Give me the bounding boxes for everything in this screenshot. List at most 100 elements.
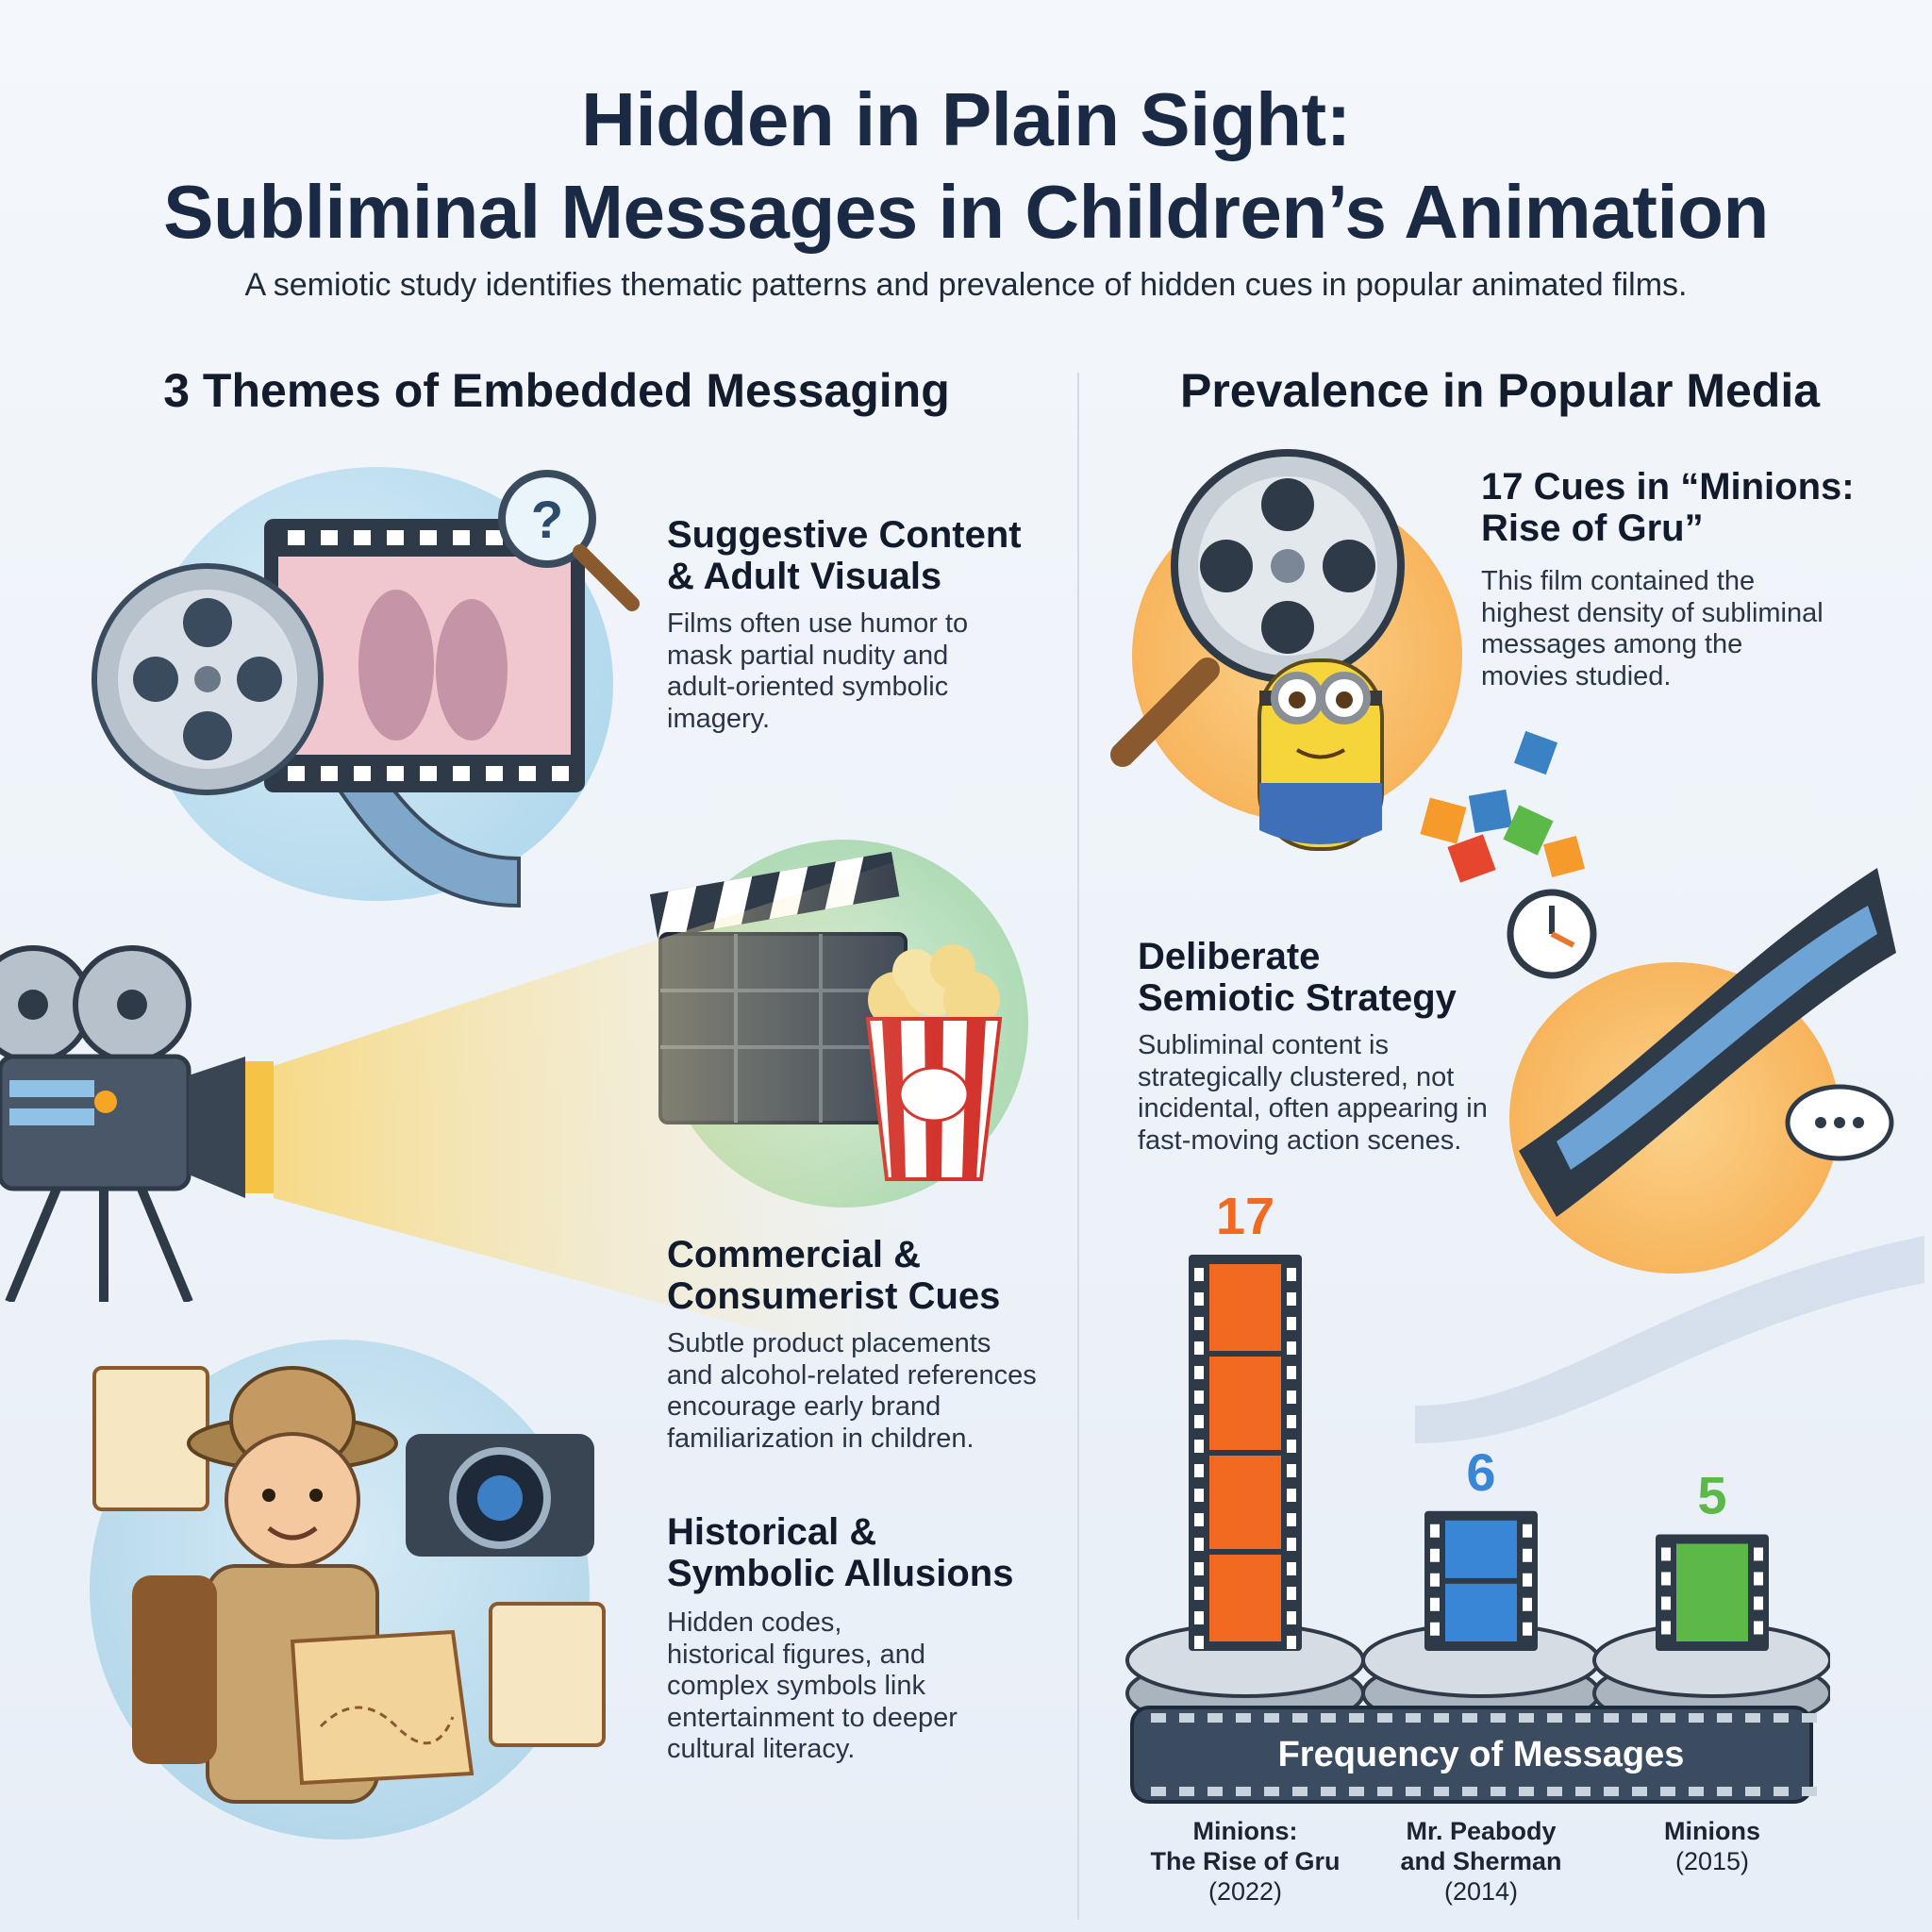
banner-sprocket: [1717, 1713, 1732, 1723]
bar-value-label: 6: [1466, 1442, 1495, 1502]
banner-sprocket: [1321, 1787, 1336, 1796]
theme-title-line: Commercial &: [667, 1234, 921, 1275]
banner-sprocket: [1575, 1787, 1591, 1796]
theme-description: Subtle product placements and alcohol-re…: [667, 1328, 1063, 1455]
title-line-2: Subliminal Messages in Children’s Animat…: [163, 170, 1769, 254]
banner-sprocket: [1179, 1713, 1194, 1723]
column-divider: [1077, 373, 1079, 1920]
category-label: Minions: [1664, 1817, 1760, 1845]
bar-sprocket: [1194, 1440, 1204, 1453]
category-label: Mr. Peabody: [1406, 1817, 1556, 1845]
banner-sprocket: [1717, 1787, 1732, 1796]
projector-icon: [0, 945, 274, 1302]
bar-sprocket: [1287, 1464, 1296, 1477]
theme-title-line: Historical &: [667, 1511, 877, 1553]
bar-value-label: 5: [1697, 1465, 1726, 1524]
banner-sprocket: [1179, 1787, 1194, 1796]
category-year-label: (2022): [1208, 1877, 1282, 1906]
bar-sprocket: [1287, 1611, 1296, 1624]
bar-sprocket: [1754, 1596, 1763, 1610]
banner-sprocket: [1774, 1787, 1789, 1796]
bar-sprocket: [1194, 1513, 1204, 1526]
bar-sprocket: [1287, 1636, 1296, 1649]
bar-sprocket: [1754, 1572, 1763, 1586]
banner-sprocket: [1547, 1787, 1562, 1796]
bar-sprocket: [1287, 1538, 1296, 1551]
theme-description: Hidden codes, historical figures, and co…: [667, 1607, 1063, 1766]
bar-sprocket: [1194, 1636, 1204, 1649]
strategy-title-line: Semiotic Strategy: [1138, 977, 1457, 1019]
body-line: Hidden codes,: [667, 1607, 842, 1638]
banner-sprocket: [1236, 1787, 1251, 1796]
faded-film-strip-decoration: [1415, 1236, 1924, 1443]
projector-light-beam: [274, 849, 934, 1377]
banner-sprocket: [1660, 1713, 1675, 1723]
bar-sprocket: [1287, 1587, 1296, 1600]
theme-suggestive-content: Suggestive Content & Adult Visuals Films…: [667, 514, 1063, 735]
bar-fill: [1676, 1543, 1748, 1641]
body-line: Subliminal content is: [1138, 1030, 1389, 1060]
bar-sprocket: [1194, 1562, 1204, 1575]
bar-sprocket: [1194, 1366, 1204, 1379]
bar-sprocket: [1754, 1547, 1763, 1561]
banner-sprocket: [1292, 1713, 1307, 1723]
bar-sprocket: [1287, 1489, 1296, 1502]
theme-description: Films often use humor to mask partial nu…: [667, 608, 1063, 735]
body-line: familiarization in children.: [667, 1423, 974, 1454]
banner-sprocket: [1208, 1713, 1223, 1723]
puzzle-pieces-icon: [1420, 730, 1586, 883]
banner-sprocket: [1660, 1787, 1675, 1796]
body-line: encourage early brand: [667, 1391, 941, 1422]
body-line: mask partial nudity and: [667, 640, 949, 671]
bar-sprocket: [1194, 1341, 1204, 1355]
theme-title: Suggestive Content & Adult Visuals: [667, 514, 1063, 597]
body-line: Subtle product placements: [667, 1328, 991, 1358]
minion-magnifier-illustration: [1110, 449, 1405, 851]
banner-sprocket: [1491, 1787, 1506, 1796]
banner-sprocket: [1377, 1713, 1392, 1723]
bar-sprocket: [1523, 1597, 1532, 1611]
highlight-title: 17 Cues in “Minions: Rise of Gru”: [1481, 466, 1896, 549]
right-section-heading: Prevalence in Popular Media: [1179, 364, 1821, 417]
body-line: messages among the: [1481, 629, 1743, 659]
bar-sprocket: [1661, 1596, 1671, 1610]
svg-text:?: ?: [531, 490, 563, 549]
bar-sprocket: [1194, 1391, 1204, 1404]
bar-sprocket: [1194, 1538, 1204, 1551]
page-title: Hidden in Plain Sight: Subliminal Messag…: [0, 74, 1932, 258]
body-line: incidental, often appearing in: [1138, 1093, 1488, 1124]
theme-title: Historical & Symbolic Allusions: [667, 1511, 1063, 1594]
bar-sprocket: [1287, 1391, 1296, 1404]
highlight-title-line: 17 Cues in “Minions:: [1481, 466, 1855, 508]
chart-title-banner: [1130, 1706, 1813, 1804]
bar-sprocket: [1194, 1317, 1204, 1330]
bar-sprocket: [1661, 1547, 1671, 1561]
body-line: Films often use humor to: [667, 608, 969, 639]
highlight-title-line: Rise of Gru”: [1481, 508, 1704, 549]
bar-sprocket: [1287, 1366, 1296, 1379]
bar-sprocket: [1287, 1562, 1296, 1575]
bar-sprocket: [1194, 1587, 1204, 1600]
strategy-deliberate-semiotic: Deliberate Semiotic Strategy Subliminal …: [1138, 936, 1534, 1157]
bar-sprocket: [1523, 1548, 1532, 1562]
bar-sprocket: [1287, 1440, 1296, 1453]
banner-sprocket: [1519, 1713, 1534, 1723]
bar-sprocket: [1430, 1548, 1440, 1562]
banner-sprocket: [1349, 1787, 1364, 1796]
bar-sprocket: [1523, 1622, 1532, 1636]
bar-sprocket: [1194, 1415, 1204, 1428]
strategy-title: Deliberate Semiotic Strategy: [1138, 936, 1534, 1019]
banner-sprocket: [1689, 1787, 1704, 1796]
bar-sprocket: [1287, 1341, 1296, 1355]
bar-sprocket: [1430, 1597, 1440, 1611]
banner-sprocket: [1519, 1787, 1534, 1796]
bar-sprocket: [1287, 1513, 1296, 1526]
title-line-1: Hidden in Plain Sight:: [581, 77, 1351, 161]
banner-sprocket: [1774, 1713, 1789, 1723]
banner-sprocket: [1377, 1787, 1392, 1796]
bar-sprocket: [1287, 1292, 1296, 1306]
banner-sprocket: [1292, 1787, 1307, 1796]
body-line: cultural literacy.: [667, 1734, 856, 1764]
banner-sprocket: [1745, 1787, 1760, 1796]
strategy-description: Subliminal content is strategically clus…: [1138, 1030, 1534, 1157]
